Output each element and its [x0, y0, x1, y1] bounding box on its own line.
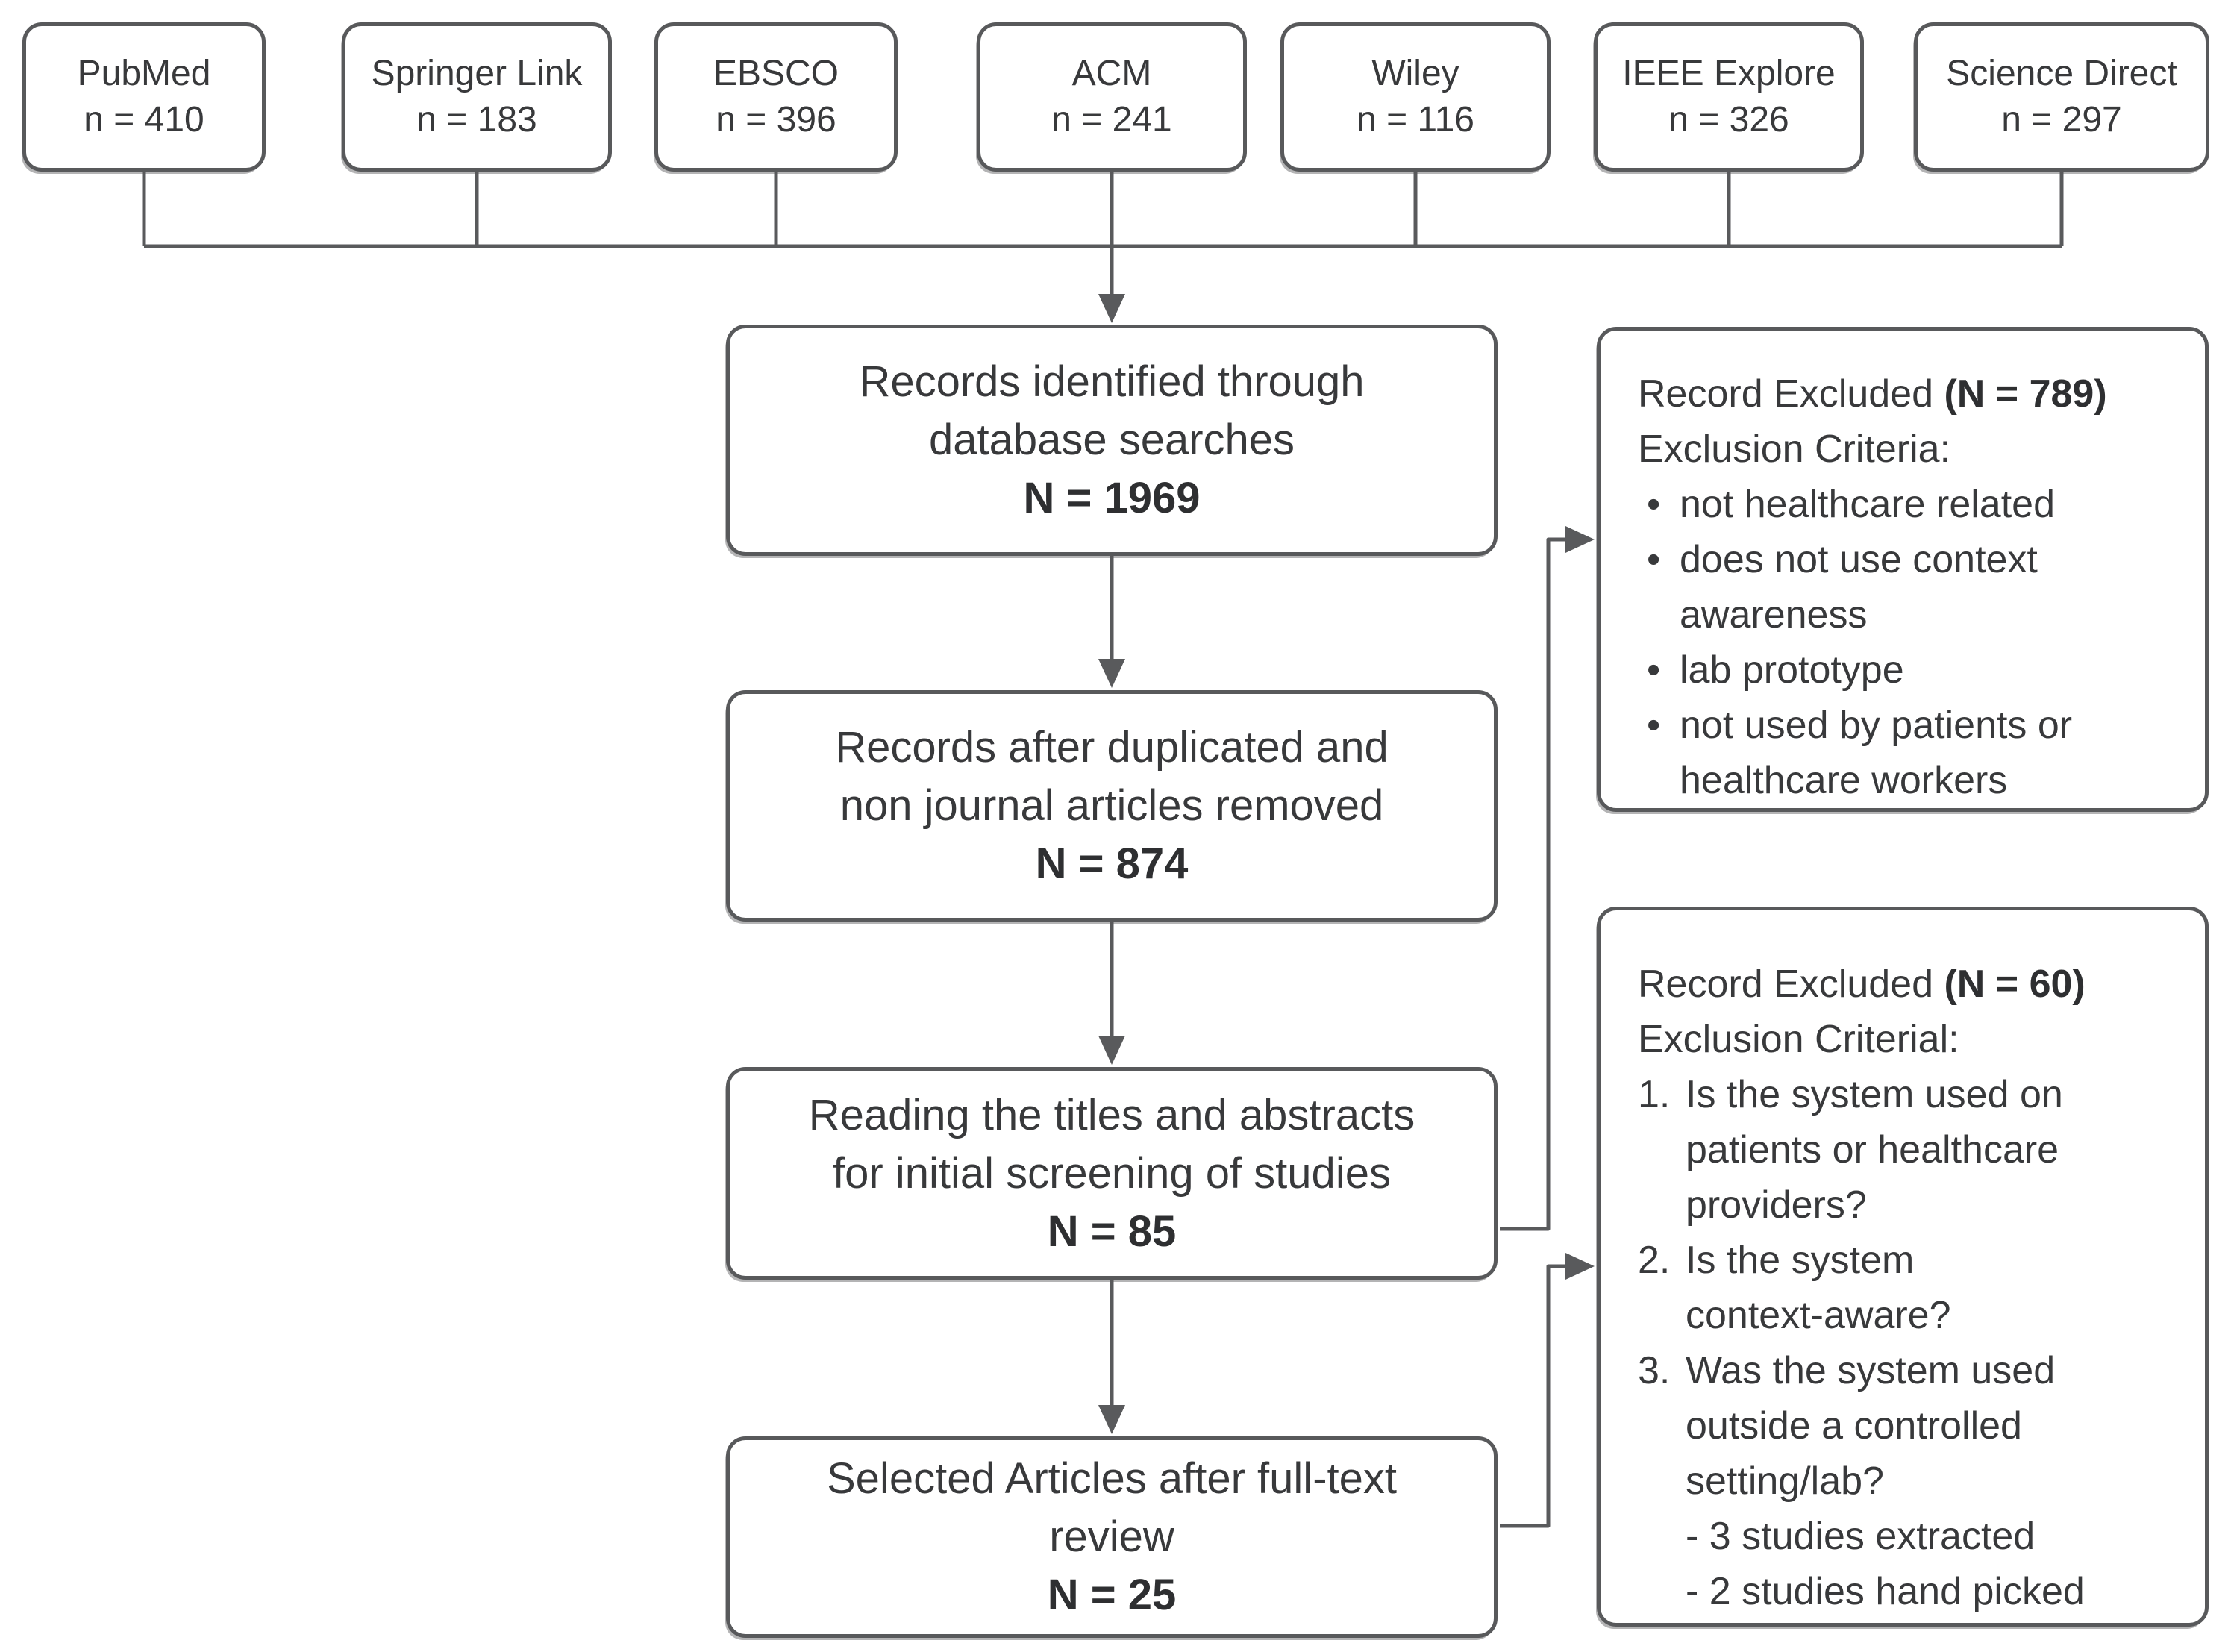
source-box-ieee-explore: IEEE Explore n = 326 — [1594, 22, 1864, 172]
bullet-icon: • — [1647, 483, 1661, 526]
stage-text-line: for initial screening of studies — [833, 1148, 1391, 1198]
stage-box-duplicates-removed: Records after duplicated and non journal… — [726, 690, 1498, 922]
exclusion-title-text: Record Excluded — [1638, 372, 1933, 416]
source-box-springer-link: Springer Link n = 183 — [342, 22, 612, 172]
exclusion-bullet-item: • not used by patients or healthcare wor… — [1647, 698, 2171, 808]
arrowhead-into-stage4 — [1098, 1405, 1125, 1434]
exclusion-numbered-item: 2. Is the system context-aware? — [1638, 1233, 2171, 1343]
exclusion-note: - 3 studies extracted — [1686, 1515, 2036, 1558]
exclusion-box-full-text: Record Excluded (N = 60) Exclusion Crite… — [1597, 907, 2209, 1627]
bullet-icon: • — [1647, 704, 1661, 747]
stage-box-full-text-review: Selected Articles after full-text review… — [726, 1436, 1498, 1638]
bullet-icon: • — [1647, 538, 1661, 581]
stage-text-line: non journal articles removed — [839, 781, 1384, 830]
stage-box-records-identified: Records identified through database sear… — [726, 325, 1498, 556]
bullet-icon: • — [1647, 648, 1661, 692]
arrowhead-into-stage3 — [1098, 1036, 1125, 1065]
source-name: ACM — [1071, 54, 1152, 93]
exclusion-bullet-item: • does not use context awareness — [1647, 532, 2171, 642]
exclusion-title-count: (N = 60) — [1944, 963, 2086, 1006]
exclusion-note: - 2 studies hand picked — [1686, 1570, 2085, 1613]
exclusion-bullet-item: • lab prototype — [1647, 642, 2171, 698]
exclusion-bullet-text: lab prototype — [1680, 648, 1904, 692]
stage-count: N = 1969 — [1023, 474, 1201, 522]
exclusion-numbered-item: 3. Was the system used outside a control… — [1638, 1343, 2171, 1509]
stage-text-line: review — [1049, 1512, 1174, 1561]
exclusion-criterion-text: Was the system used outside a controlled… — [1686, 1349, 2056, 1503]
stage-text-line: Records identified through — [859, 357, 1365, 406]
stage-text-line: Selected Articles after full-text — [827, 1454, 1397, 1503]
source-count: n = 297 — [2001, 100, 2122, 140]
connector-stage4-exclusion2 — [1500, 1264, 1567, 1528]
source-name: EBSCO — [713, 54, 839, 93]
exclusion-title: Record Excluded (N = 789) — [1638, 366, 2171, 422]
source-count: n = 410 — [84, 100, 204, 140]
source-name: Wiley — [1371, 54, 1459, 93]
source-box-pubmed: PubMed n = 410 — [22, 22, 266, 172]
exclusion-bullet-text: does not use context awareness — [1680, 538, 2038, 636]
arrowhead-into-exclusion1 — [1565, 526, 1595, 553]
source-count: n = 241 — [1051, 100, 1172, 140]
item-number: 1. — [1638, 1073, 1671, 1116]
source-name: Springer Link — [371, 54, 583, 93]
exclusion-criterion-text: Is the system used on patients or health… — [1686, 1073, 2063, 1227]
exclusion-title-count: (N = 789) — [1944, 372, 2107, 416]
source-name: IEEE Explore — [1622, 54, 1836, 93]
stage-count: N = 874 — [1035, 839, 1189, 888]
exclusion-box-screening: Record Excluded (N = 789) Exclusion Crit… — [1597, 327, 2209, 812]
exclusion-title-text: Record Excluded — [1638, 963, 1933, 1006]
arrowhead-into-stage1 — [1098, 294, 1125, 323]
source-count: n = 326 — [1668, 100, 1789, 140]
exclusion-bullet-text: not healthcare related — [1680, 483, 2056, 526]
stage-text-line: database searches — [928, 416, 1295, 464]
source-count: n = 116 — [1357, 100, 1474, 140]
exclusion-subtitle: Exclusion Criterial: — [1638, 1018, 1959, 1061]
connector-stage3-exclusion1 — [1500, 537, 1567, 1231]
item-number: 3. — [1638, 1349, 1671, 1392]
item-number: 2. — [1638, 1239, 1671, 1282]
stage-box-initial-screening: Reading the titles and abstracts for ini… — [726, 1067, 1498, 1280]
source-count: n = 396 — [716, 100, 836, 140]
source-box-science-direct: Science Direct n = 297 — [1914, 22, 2209, 172]
stage-text-line: Reading the titles and abstracts — [808, 1090, 1415, 1139]
stage-text-line: Records after duplicated and — [835, 723, 1389, 772]
arrowhead-into-exclusion2 — [1565, 1253, 1595, 1280]
exclusion-numbered-item: 1. Is the system used on patients or hea… — [1638, 1067, 2171, 1233]
source-name: Science Direct — [1946, 54, 2177, 93]
arrowhead-into-stage2 — [1098, 659, 1125, 688]
exclusion-criterion-text: Is the system context-aware? — [1686, 1239, 1951, 1337]
exclusion-title: Record Excluded (N = 60) — [1638, 957, 2171, 1012]
exclusion-bullet-text: not used by patients or healthcare worke… — [1680, 704, 2073, 802]
source-name: PubMed — [77, 54, 211, 93]
exclusion-bullet-item: • not healthcare related — [1647, 477, 2171, 532]
source-box-ebsco: EBSCO n = 396 — [654, 22, 898, 172]
source-count: n = 183 — [416, 100, 537, 140]
source-box-acm: ACM n = 241 — [977, 22, 1247, 172]
stage-count: N = 85 — [1047, 1207, 1177, 1256]
source-box-wiley: Wiley n = 116 — [1280, 22, 1551, 172]
stage-count: N = 25 — [1047, 1571, 1177, 1619]
exclusion-subtitle: Exclusion Criteria: — [1638, 428, 1951, 471]
